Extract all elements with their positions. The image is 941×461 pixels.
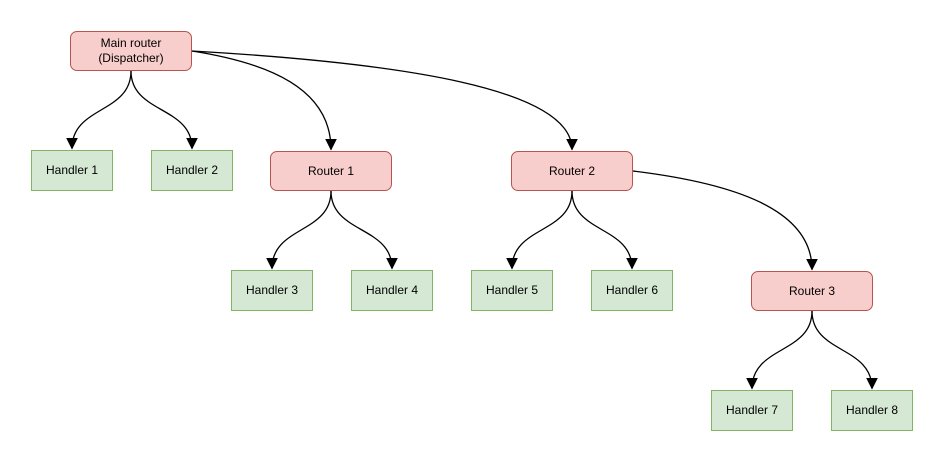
edge-main-router-to-router-1 bbox=[191, 50, 331, 150]
edge-router-2-to-handler-5 bbox=[512, 190, 573, 269]
node-label: Router 1 bbox=[307, 163, 355, 178]
node-label: Router 3 bbox=[788, 283, 836, 298]
edge-router-2-to-handler-6 bbox=[571, 190, 632, 269]
node-handler-3: Handler 3 bbox=[231, 270, 313, 311]
node-handler-6: Handler 6 bbox=[591, 270, 673, 311]
node-label: Handler 4 bbox=[365, 283, 419, 297]
node-main-router: Main router (Dispatcher) bbox=[70, 31, 192, 71]
edge-main-router-to-handler-1 bbox=[72, 70, 132, 149]
edge-main-router-to-router-2 bbox=[191, 50, 572, 150]
node-label: Handler 2 bbox=[165, 163, 219, 177]
node-handler-8: Handler 8 bbox=[831, 390, 913, 431]
node-handler-7: Handler 7 bbox=[711, 390, 793, 431]
node-router-3: Router 3 bbox=[751, 271, 873, 311]
node-label: Handler 3 bbox=[245, 283, 299, 297]
edge-router-1-to-handler-3 bbox=[272, 190, 332, 269]
node-router-1: Router 1 bbox=[270, 151, 392, 191]
node-label: Main router (Dispatcher) bbox=[98, 36, 164, 65]
node-handler-4: Handler 4 bbox=[351, 270, 433, 311]
node-router-2: Router 2 bbox=[511, 151, 633, 191]
node-handler-5: Handler 5 bbox=[471, 270, 553, 311]
edge-router-3-to-handler-7 bbox=[752, 310, 813, 389]
node-label: Handler 8 bbox=[845, 403, 899, 417]
node-handler-1: Handler 1 bbox=[31, 150, 113, 191]
edge-main-router-to-handler-2 bbox=[130, 70, 192, 149]
node-label: Handler 1 bbox=[45, 163, 99, 177]
node-label: Handler 6 bbox=[605, 283, 659, 297]
edge-router-1-to-handler-4 bbox=[330, 190, 392, 269]
node-label: Handler 7 bbox=[725, 403, 779, 417]
edge-router-2-to-router-3 bbox=[632, 170, 812, 270]
node-handler-2: Handler 2 bbox=[151, 150, 233, 191]
node-label: Handler 5 bbox=[485, 283, 539, 297]
node-label: Router 2 bbox=[548, 163, 596, 178]
edge-router-3-to-handler-8 bbox=[811, 310, 872, 389]
